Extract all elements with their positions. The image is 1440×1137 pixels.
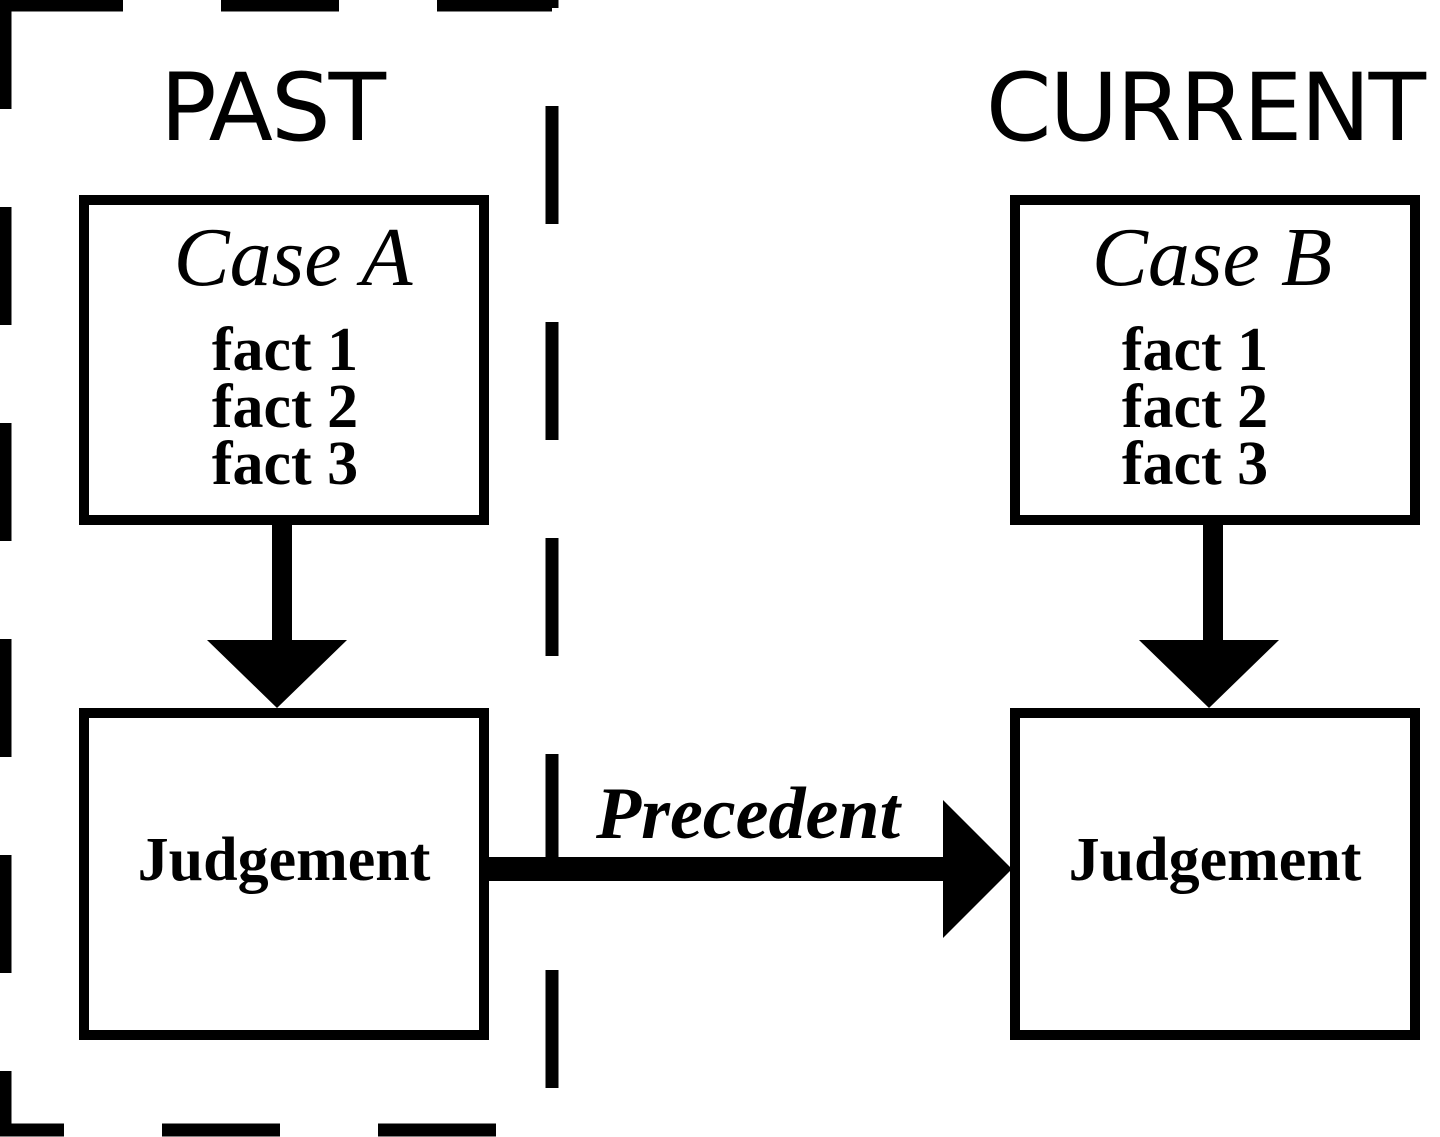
case-a-fact-1: fact 1 — [212, 316, 358, 384]
case-b-fact-2: fact 2 — [1122, 373, 1268, 441]
case-b-to-judgement-arrow — [1139, 520, 1279, 708]
case-a-title: Case A — [174, 211, 413, 304]
precedent-label: Precedent — [595, 773, 903, 855]
judgement-a-label: Judgement — [138, 826, 431, 894]
current-heading: CURRENT — [986, 54, 1427, 163]
case-b-fact-3: fact 3 — [1122, 430, 1268, 498]
judgement-b-label: Judgement — [1069, 826, 1362, 894]
past-region-border — [0, 0, 559, 1137]
case-b-title: Case B — [1092, 211, 1332, 304]
precedent-arrow — [484, 800, 1012, 938]
judgement-a-box — [79, 708, 489, 1040]
case-a-to-judgement-arrow — [207, 520, 347, 708]
case-b-fact-1: fact 1 — [1122, 316, 1268, 384]
case-a-fact-2: fact 2 — [212, 373, 358, 441]
case-b-box — [1010, 195, 1420, 525]
judgement-b-box — [1010, 708, 1420, 1040]
case-a-fact-3: fact 3 — [212, 430, 358, 498]
past-heading: PAST — [160, 54, 387, 163]
